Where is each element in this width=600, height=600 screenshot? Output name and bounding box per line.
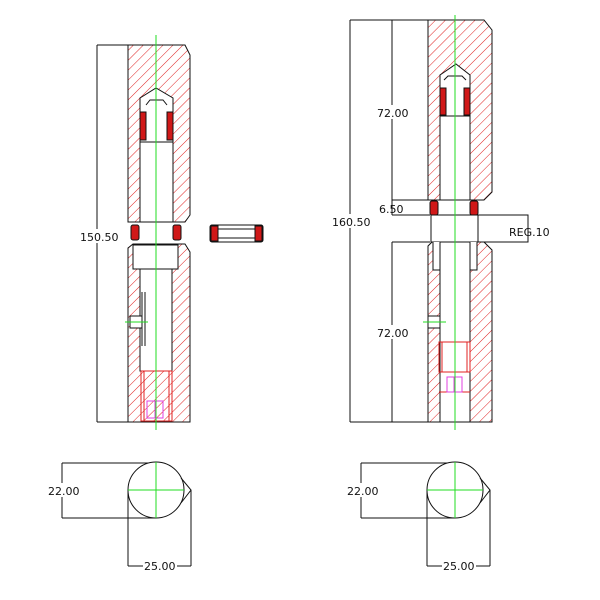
svg-text:72.00: 72.00 <box>377 327 409 340</box>
right-section-view: 160.50 72.00 6.50 72.00 REG.10 <box>331 15 550 430</box>
thread-right <box>166 111 174 141</box>
upper-dimension-72: 72.00 <box>375 20 430 201</box>
dimension-label-160: 160.50 <box>332 216 371 229</box>
svg-text:6.50: 6.50 <box>379 203 404 216</box>
lower-dimension-72: 72.00 <box>375 241 430 422</box>
thread-left <box>139 111 147 141</box>
svg-text:72.00: 72.00 <box>377 107 409 120</box>
right-end-view: 22.00 25.00 <box>345 461 491 573</box>
dimension-label-150: 150.50 <box>80 231 119 244</box>
reg-dimension: REG.10 <box>478 214 550 243</box>
left-section-view: 150.50 <box>78 35 191 430</box>
seal-ring-left <box>130 224 140 241</box>
overall-dimension-150: 150.50 <box>78 44 128 423</box>
seal-ring-right <box>172 224 182 241</box>
seal-ring-left <box>429 200 439 216</box>
loose-seal-ring <box>209 224 264 243</box>
height-label: 22.00 <box>347 485 379 498</box>
thread-left <box>439 87 447 116</box>
width-label: 25.00 <box>443 560 475 573</box>
height-label: 22.00 <box>48 485 80 498</box>
seal-ring-right <box>469 200 479 216</box>
thread-right <box>463 87 471 116</box>
gap-dimension-6-50: 6.50 <box>379 200 430 216</box>
svg-text:REG.10: REG.10 <box>509 226 550 239</box>
overall-dimension-160: 160.50 <box>331 19 428 423</box>
left-end-view: 22.00 25.00 <box>46 461 192 573</box>
width-label: 25.00 <box>144 560 176 573</box>
